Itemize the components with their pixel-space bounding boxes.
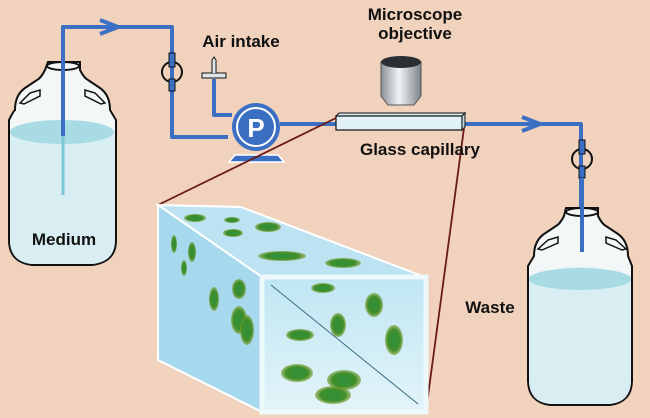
- glass-capillary: [334, 111, 467, 132]
- cell: [315, 386, 351, 404]
- air-intake-label: Air intake: [202, 32, 280, 51]
- pump-icon[interactable]: [227, 103, 286, 163]
- waste-liquid-surface: [529, 268, 631, 290]
- magnification-lines: [157, 117, 465, 412]
- algae-cells: [171, 214, 403, 404]
- glass-capillary-label: Glass capillary: [359, 140, 481, 159]
- medium-bottle: [8, 61, 117, 266]
- microscope-label-line2: objective: [378, 24, 452, 43]
- waste-label: Waste: [465, 298, 515, 317]
- microscope-label-line1: Microscope: [367, 5, 463, 24]
- tubing: [61, 25, 583, 240]
- magnified-capillary: [154, 203, 429, 415]
- medium-label: Medium: [31, 230, 97, 249]
- pump-letter: P: [247, 113, 265, 143]
- microscope-objective-icon: [380, 56, 422, 106]
- air-intake-filter-icon: [201, 56, 227, 79]
- waste-bottle: [527, 178, 633, 406]
- flow-arrow-icon: [521, 115, 546, 133]
- valve-icon[interactable]: [161, 52, 183, 92]
- flow-arrow-icon: [99, 18, 124, 36]
